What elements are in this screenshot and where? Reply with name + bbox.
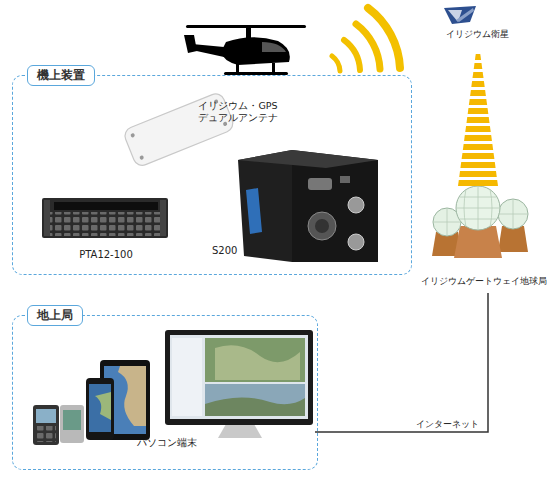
s200-unit	[238, 150, 378, 168]
terminal-devices	[86, 378, 114, 440]
satellite-icon	[444, 6, 476, 24]
terminal-devices	[33, 405, 59, 445]
ground-group: 地上局パソコン端末	[12, 315, 318, 470]
antenna-node: イリジウム・GPS デュアルアンテナ	[116, 96, 281, 171]
s200-node: S200	[206, 149, 384, 267]
helicopter-silhouette	[184, 25, 306, 75]
antenna-unit	[139, 155, 144, 160]
earth-station-domes	[433, 199, 528, 236]
terminal-devices	[33, 330, 313, 445]
terminal-devices	[118, 366, 146, 426]
edge-label: インターネット	[416, 418, 479, 431]
s200-unit	[238, 150, 378, 262]
network-line	[315, 293, 488, 432]
keypad-unit	[54, 202, 158, 210]
terminal-devices	[95, 392, 111, 420]
s200-unit	[308, 212, 336, 240]
terminal-devices	[205, 384, 305, 416]
keypad-unit	[46, 212, 164, 236]
terminal-devices	[36, 426, 56, 442]
helicopter-silhouette	[236, 64, 239, 73]
radio-waves	[356, 24, 380, 69]
helicopter-silhouette	[272, 63, 275, 73]
onboard-group: 機上装置イリジウム・GPS デュアルアンテナPTA12-100S200	[12, 75, 412, 275]
earth-station-domes	[498, 226, 528, 252]
keypad-node: PTA12-100	[41, 193, 171, 265]
earth-station-domes	[432, 186, 528, 258]
group-heading: 機上装置	[27, 65, 95, 86]
terminal-devices	[89, 384, 111, 432]
gateway-node: イリジウムゲートウェイ地球局	[420, 188, 548, 293]
s200-unit	[246, 188, 262, 234]
radio-waves	[344, 40, 360, 70]
helicopter-silhouette	[262, 42, 286, 52]
radio-waves	[332, 56, 340, 71]
terminal-devices	[172, 338, 202, 416]
helicopter-silhouette	[246, 27, 251, 39]
terminal-devices	[170, 335, 308, 419]
radio-waves	[368, 8, 400, 68]
keypad-unit	[160, 200, 166, 236]
satellite-node: イリジウム衛星	[438, 4, 548, 46]
node-label: パソコン端末	[137, 437, 197, 450]
s200-unit	[308, 178, 332, 190]
terminal-devices	[205, 338, 305, 382]
keypad-unit	[44, 200, 50, 236]
keypad-unit	[42, 198, 168, 238]
node-label: イリジウム衛星	[446, 29, 509, 40]
signal-beam	[458, 52, 498, 186]
node-label: イリジウムゲートウェイ地球局	[420, 276, 548, 287]
earth-station-domes	[454, 226, 502, 258]
terminal-node: パソコン端末	[29, 329, 315, 463]
antenna-unit	[130, 133, 135, 138]
helicopter-silhouette	[221, 37, 290, 65]
radio-waves	[332, 8, 400, 71]
earth-station-domes	[456, 186, 500, 230]
group-heading: 地上局	[27, 305, 83, 326]
node-label: イリジウム・GPS デュアルアンテナ	[196, 100, 280, 124]
s200-unit	[348, 197, 364, 213]
earth-station-domes	[456, 186, 500, 230]
s200-unit	[238, 150, 292, 262]
terminal-devices	[63, 410, 81, 430]
keypad-unit	[42, 198, 168, 238]
satellite-icon	[444, 6, 476, 24]
terminal-devices	[205, 397, 305, 416]
helicopter-silhouette	[184, 35, 197, 53]
terminal-devices	[36, 409, 56, 423]
s200-unit	[315, 219, 329, 233]
node-label: PTA12-100	[41, 249, 171, 262]
s200-unit	[292, 150, 378, 262]
satellite-icon	[456, 8, 474, 22]
terminal-devices	[218, 424, 262, 438]
node-label: S200	[212, 245, 237, 258]
s200-unit	[348, 234, 364, 250]
s200-unit	[340, 176, 350, 183]
terminal-devices	[215, 345, 300, 380]
terminal-devices	[60, 405, 84, 443]
terminal-devices	[165, 330, 313, 425]
